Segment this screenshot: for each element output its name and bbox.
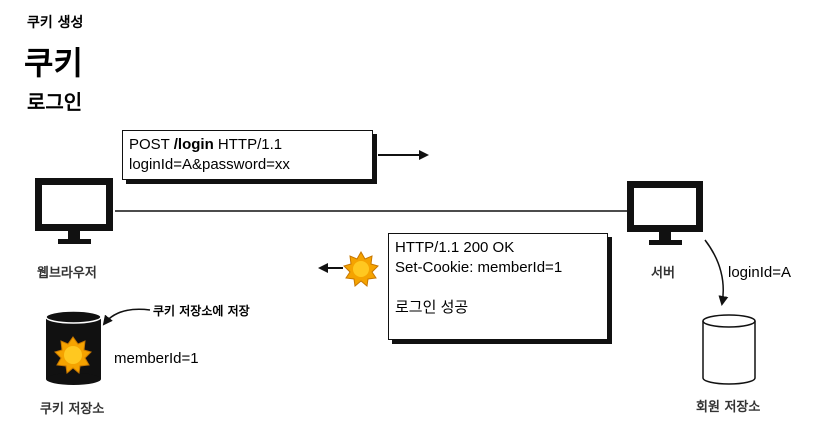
server-label: 서버 bbox=[651, 266, 675, 281]
store-note-arrow bbox=[102, 308, 151, 326]
response-message: 로그인 성공 bbox=[395, 299, 469, 316]
request-line-1: POST /login HTTP/1.1 bbox=[129, 135, 366, 155]
page-title: 쿠키 bbox=[24, 44, 83, 82]
response-box: HTTP/1.1 200 OK Set-Cookie: memberId=1 로… bbox=[388, 233, 608, 340]
cookie-store-label: 쿠키 저장소 bbox=[40, 402, 105, 417]
request-path: /login bbox=[173, 136, 214, 153]
member-store-cylinder-icon bbox=[702, 314, 756, 385]
member-store-label: 회원 저장소 bbox=[696, 400, 761, 415]
request-line-2: loginId=A&password=xx bbox=[129, 156, 290, 173]
store-note: 쿠키 저장소에 저장 bbox=[153, 304, 250, 318]
cookie-burst-icon bbox=[343, 250, 379, 287]
browser-monitor-icon bbox=[35, 178, 113, 244]
login-id-label: loginId=A bbox=[728, 264, 791, 281]
server-monitor-icon bbox=[627, 181, 703, 245]
response-status-line: HTTP/1.1 200 OK bbox=[395, 239, 515, 256]
request-box: POST /login HTTP/1.1 loginId=A&password=… bbox=[122, 130, 373, 180]
db-arrow bbox=[704, 239, 729, 306]
section-title: 로그인 bbox=[27, 90, 83, 114]
cookie-value-label: memberId=1 bbox=[114, 350, 199, 367]
stored-cookie-icon bbox=[54, 336, 92, 374]
request-method: POST bbox=[129, 136, 174, 153]
header-subtitle: 쿠키 생성 bbox=[27, 15, 84, 31]
response-set-cookie-line: Set-Cookie: memberId=1 bbox=[395, 259, 563, 276]
request-protocol: HTTP/1.1 bbox=[213, 136, 283, 153]
browser-label: 웹브라우저 bbox=[37, 266, 97, 281]
